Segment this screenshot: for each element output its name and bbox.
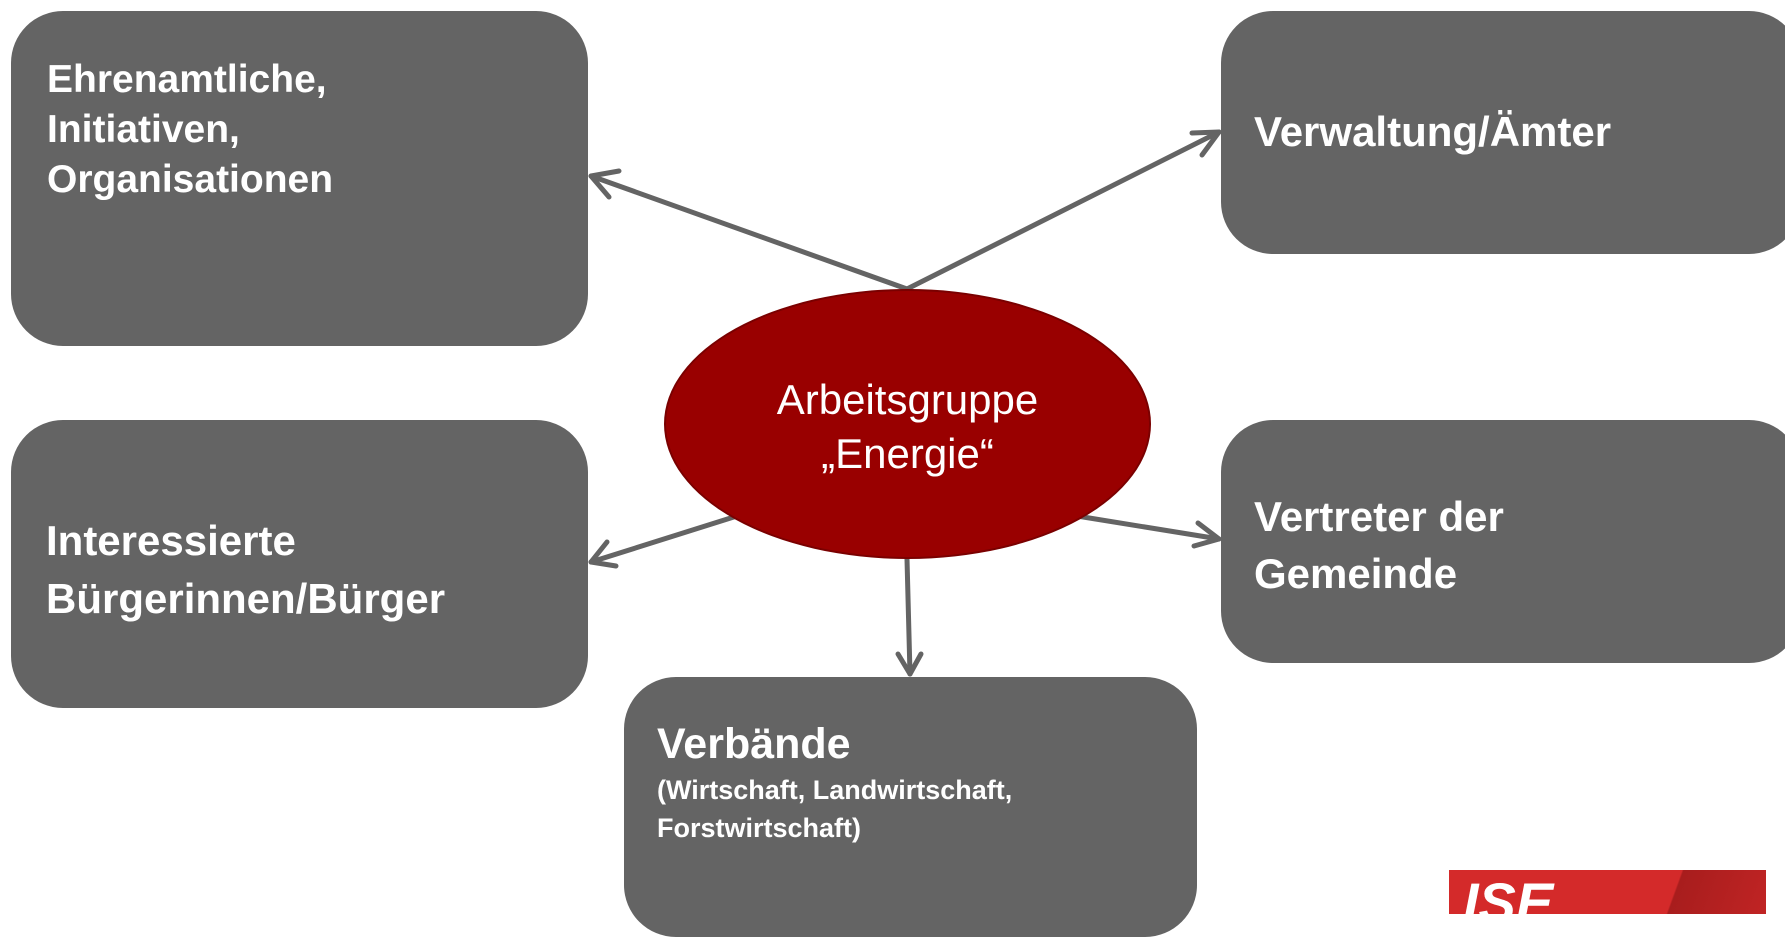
box-ehrenamtliche-line3: Organisationen <box>47 158 334 201</box>
box-vertreter-line1: Vertreter der <box>1254 493 1504 540</box>
arrow-to-verwaltung <box>904 129 1222 292</box>
box-verwaltung: Verwaltung/Ämter <box>1221 11 1785 254</box>
box-verbaende-sub1: (Wirtschaft, Landwirtschaft, <box>657 775 1013 805</box>
box-interessierte-line2: Bürgerinnen/Bürger <box>46 575 446 622</box>
arrow-to-vertreter <box>1074 513 1222 542</box>
box-verbaende-title: Verbände <box>657 720 851 768</box>
box-vertreter: Vertreter der Gemeinde <box>1221 420 1785 663</box>
box-verbaende: Verbände (Wirtschaft, Landwirtschaft, Fo… <box>624 677 1197 937</box>
box-ehrenamtliche: Ehrenamtliche, Initiativen, Organisation… <box>11 11 588 346</box>
box-verbaende-sub2: Forstwirtschaft) <box>657 813 862 843</box>
arrowhead-verwaltung <box>1189 129 1222 158</box>
box-interessierte-line1: Interessierte <box>46 517 296 564</box>
arrowhead-verbaende <box>895 651 924 677</box>
arrow-to-ehrenamt <box>588 173 910 292</box>
box-ehrenamtliche-line1: Ehrenamtliche, <box>47 58 327 101</box>
ise-logo-mark: ISE <box>1463 878 1555 914</box>
center-node-line1: Arbeitsgruppe <box>776 376 1039 423</box>
connector-arrows <box>588 129 1222 677</box>
box-ehrenamtliche-line2: Initiativen, <box>47 108 240 151</box>
arrow-to-verbaende <box>904 556 913 677</box>
arrowhead-vertreter <box>1191 520 1222 549</box>
box-interessierte: Interessierte Bürgerinnen/Bürger <box>11 420 588 708</box>
arrow-to-interessierte <box>588 513 740 565</box>
box-vertreter-line2: Gemeinde <box>1254 550 1458 597</box>
ise-logo: ISE <box>1449 870 1766 914</box>
arrowhead-interessierte <box>588 539 619 569</box>
ise-logo-text: ISE <box>1463 878 1555 914</box>
center-node-line2: „Energie“ <box>821 430 994 477</box>
center-node-arbeitsgruppe: Arbeitsgruppe „Energie“ <box>664 289 1151 559</box>
box-verwaltung-line1: Verwaltung/Ämter <box>1254 108 1612 155</box>
arrowhead-ehrenamt <box>588 168 622 200</box>
